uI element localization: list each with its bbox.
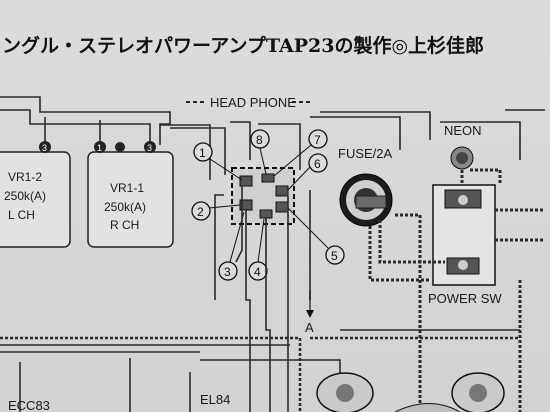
tube-socket-right bbox=[451, 372, 505, 412]
vr1-1-terminal-2 bbox=[115, 142, 125, 152]
pin-6-label: 6 bbox=[314, 157, 321, 171]
headphone-label: HEAD PHONE bbox=[210, 95, 296, 110]
pin-1-marker bbox=[193, 142, 213, 162]
vr1-1-terminal-1-label: 1 bbox=[97, 143, 102, 153]
vr1-1-potentiometer: VR1-1 250k(A) R CH bbox=[87, 151, 174, 248]
vr1-2-channel: L CH bbox=[8, 208, 35, 222]
el84-label: EL84 bbox=[200, 392, 230, 407]
jack-wires bbox=[214, 186, 311, 412]
vr1-1-name: VR1-1 bbox=[110, 181, 144, 195]
vr1-1-terminal-3-label: 3 bbox=[147, 143, 152, 153]
vr1-1-terminal-3 bbox=[144, 141, 156, 153]
bottom-twisted-wires bbox=[0, 336, 520, 412]
power-switch bbox=[432, 184, 496, 286]
neon-lamp bbox=[450, 146, 474, 170]
pin-2-marker bbox=[191, 201, 211, 221]
pin-3-label: 3 bbox=[224, 265, 231, 279]
fuse-label: FUSE/2A bbox=[338, 146, 393, 161]
pin-2-label: 2 bbox=[197, 205, 204, 219]
pin-4-label: 4 bbox=[254, 265, 261, 279]
vr1-1-terminal-1 bbox=[94, 141, 106, 153]
ecc83-label: ECC83 bbox=[8, 398, 50, 412]
arrow-a-label: A bbox=[305, 320, 314, 335]
vr1-2-value: 250k(A) bbox=[4, 189, 46, 203]
arrow-a-head bbox=[306, 310, 314, 318]
power-wires bbox=[368, 168, 545, 412]
pin-markers: 1 2 3 4 5 6 7 8 bbox=[191, 129, 345, 281]
vr1-2-terminal-3 bbox=[39, 141, 51, 153]
chassis-hole bbox=[394, 403, 461, 412]
pin-6-marker bbox=[308, 153, 328, 173]
pin-7-label: 7 bbox=[314, 133, 321, 147]
vr1-2-name: VR1-2 bbox=[8, 170, 42, 184]
pin-7-marker bbox=[308, 129, 328, 149]
power-sw-label: POWER SW bbox=[428, 291, 502, 306]
vr1-2-terminal-3-label: 3 bbox=[42, 143, 47, 153]
vr1-2-potentiometer: VR1-2 250k(A) L CH bbox=[0, 151, 71, 248]
pin-3-marker bbox=[218, 261, 238, 281]
vr1-1-value: 250k(A) bbox=[104, 200, 146, 214]
page-title: ングル・ステレオパワーアンプTAP23の製作◎上杉佳郎 bbox=[2, 34, 484, 57]
neon-label: NEON bbox=[444, 123, 482, 138]
pin-5-label: 5 bbox=[331, 249, 338, 263]
bottom-wires bbox=[0, 329, 520, 412]
fuse-holder bbox=[339, 173, 393, 227]
vr1-1-channel: R CH bbox=[110, 218, 139, 232]
pin-5-marker bbox=[325, 245, 345, 265]
tube-socket-left bbox=[316, 372, 374, 412]
pin-8-label: 8 bbox=[256, 133, 263, 147]
pin-1-label: 1 bbox=[199, 146, 206, 160]
